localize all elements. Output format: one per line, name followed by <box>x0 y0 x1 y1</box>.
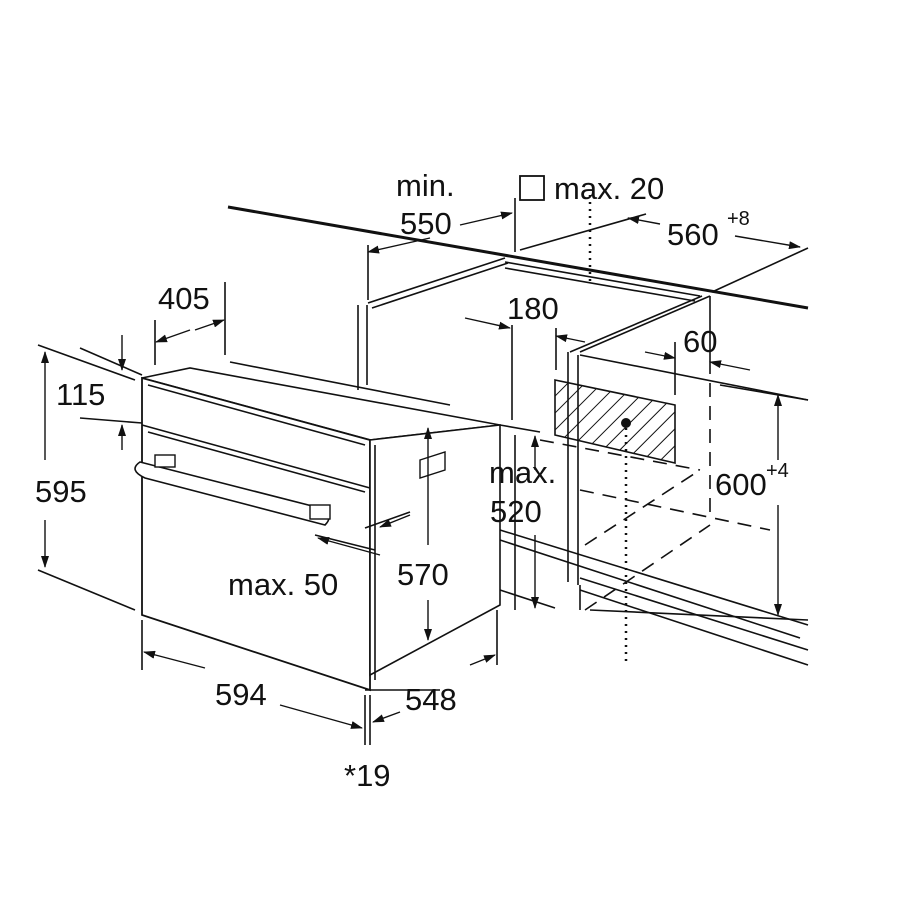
label-548: 548 <box>405 682 457 717</box>
dimension-labels: min. 550 max. 20 560 +8 405 180 60 115 5… <box>35 168 789 793</box>
label-570: 570 <box>397 557 449 592</box>
label-60: 60 <box>683 324 717 359</box>
label-550: 550 <box>400 206 452 241</box>
socket-point <box>621 418 631 428</box>
label-note-19: *19 <box>344 758 391 793</box>
label-max: max. <box>489 455 556 490</box>
label-600-tolerance: +4 <box>766 460 789 482</box>
label-max-20: max. 20 <box>554 171 664 206</box>
label-520: 520 <box>490 494 542 529</box>
dimension-lines <box>37 198 809 745</box>
label-560-tolerance: +8 <box>727 208 750 230</box>
oven-handle <box>134 454 331 526</box>
square-icon <box>519 175 545 201</box>
label-405: 405 <box>158 281 210 316</box>
label-min: min. <box>396 168 455 203</box>
label-115: 115 <box>56 377 105 412</box>
label-560: 560 <box>667 217 719 252</box>
label-180: 180 <box>507 291 559 326</box>
oven <box>134 361 501 692</box>
label-max-50: max. 50 <box>228 567 338 602</box>
label-600: 600 <box>715 467 767 502</box>
label-594: 594 <box>215 677 267 712</box>
label-595: 595 <box>35 474 87 509</box>
ventilation-cutout <box>554 379 676 465</box>
